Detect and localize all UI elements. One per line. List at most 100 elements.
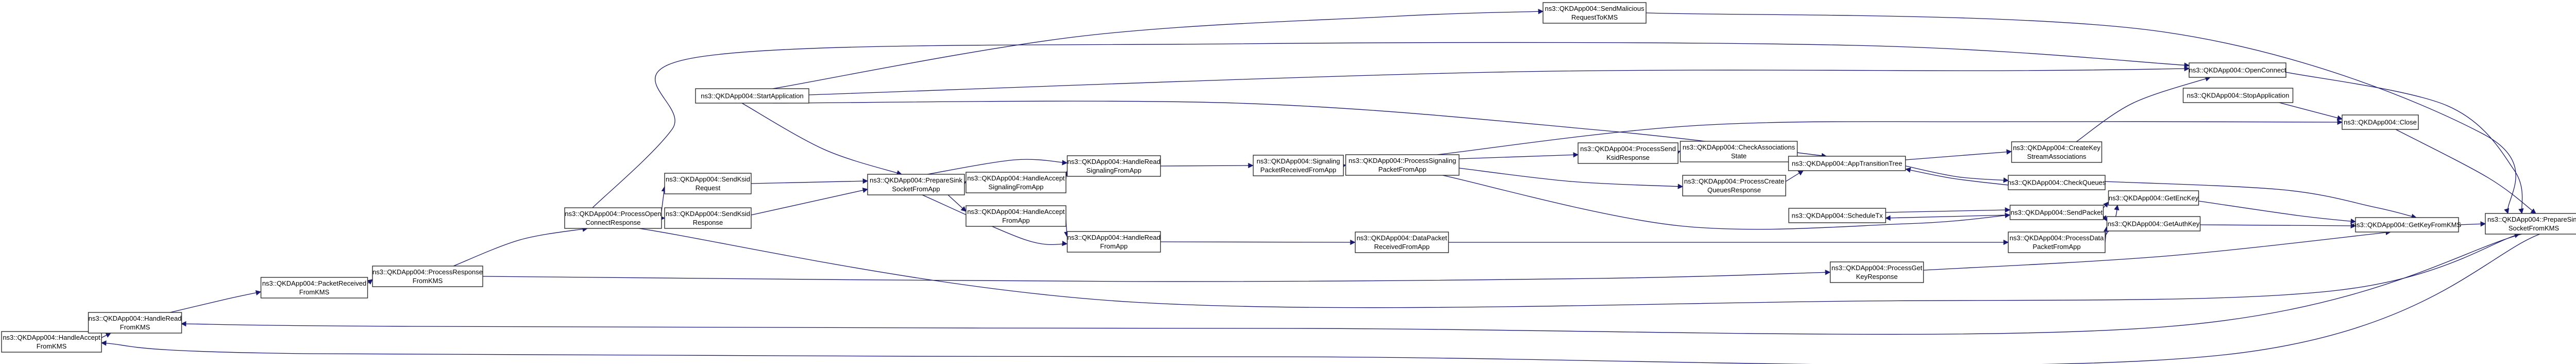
function-box[interactable] (2342, 114, 2419, 130)
function-box[interactable] (867, 174, 965, 195)
function-box[interactable] (1066, 155, 1161, 177)
function-box[interactable] (1066, 231, 1161, 253)
function-box[interactable] (2355, 217, 2459, 233)
function-box[interactable] (564, 207, 662, 229)
function-label: ns3::QKDApp004::AppTransitionTree (1792, 160, 1902, 168)
function-label: ns3::QKDApp004::ScheduleTx (1791, 212, 1883, 220)
node-sendpacket[interactable]: ns3::QKDApp004::SendPacket (2009, 205, 2104, 220)
edge-preparesinksocketfromapp-to-handleacceptfromapp (947, 194, 967, 212)
node-openconnect[interactable]: ns3::QKDApp004::OpenConnect (2189, 62, 2286, 78)
function-box[interactable] (1252, 155, 1344, 176)
edge-preparesinksocketfromkms-to-handlereadfromkms (180, 234, 2522, 335)
edge-start-to-sendmalicious (772, 9, 1544, 89)
edge-sendksidresponse-to-preparesinksocketfromapp (751, 187, 869, 216)
node-getkeyfromkms[interactable]: ns3::QKDApp004::GetKeyFromKMS (2353, 217, 2462, 233)
function-box[interactable] (2485, 213, 2576, 235)
edge-packetreceivedfromkms-to-processresponsefromkms (367, 279, 373, 285)
edge-start-to-preparesinksocketfromapp (741, 103, 902, 176)
function-box[interactable] (695, 88, 809, 104)
function-box[interactable] (1543, 2, 1647, 24)
edge-checkqueues-to-apptransitiontree (1905, 167, 2009, 186)
function-box[interactable] (1345, 154, 1460, 176)
function-label: ns3::QKDApp004::StopApplication (2187, 92, 2290, 100)
edge-processopenconnectresponse-to-preparesinksocketfromkms (638, 228, 2520, 308)
function-box[interactable] (2009, 205, 2104, 220)
function-box[interactable] (372, 266, 483, 287)
edge-processopenconnectresponse-to-openconnect (592, 42, 2190, 208)
function-box[interactable] (1, 331, 102, 353)
edge-sendmalicious-to-preparesinksocketfromkms (1646, 12, 2516, 214)
edge-sendpacket-to-getenckey (2103, 202, 2109, 209)
edge-processsignalingpacketfromapp-to-close (1437, 119, 2343, 155)
function-box[interactable] (2008, 175, 2106, 190)
function-box[interactable] (260, 277, 368, 299)
function-box[interactable] (664, 173, 752, 194)
node-scheduletx[interactable]: ns3::QKDApp004::ScheduleTx (1788, 208, 1886, 223)
function-box[interactable] (1354, 231, 1449, 253)
function-box[interactable] (1788, 208, 1886, 223)
edge-apptransitiontree-to-checkqueues (1905, 166, 2009, 183)
function-box[interactable] (1680, 141, 1798, 162)
function-box[interactable] (2011, 141, 2103, 163)
node-close[interactable]: ns3::QKDApp004::Close (2342, 114, 2419, 130)
function-box[interactable] (1829, 261, 1924, 283)
function-box[interactable] (1578, 142, 1679, 164)
function-label: ns3::QKDApp004::OpenConnect (2189, 67, 2286, 74)
edge-checkqueues-to-getkeyfromkms (2105, 181, 2417, 219)
function-box[interactable] (965, 172, 1066, 193)
function-box[interactable] (2008, 231, 2106, 253)
node-start[interactable]: ns3::QKDApp004::StartApplication (695, 88, 809, 104)
function-box[interactable] (1682, 175, 1786, 196)
function-box[interactable] (965, 205, 1066, 227)
function-label: ns3::QKDApp004::SendPacket (2011, 209, 2103, 217)
node-checkqueues[interactable]: ns3::QKDApp004::CheckQueues (2008, 175, 2106, 190)
function-box[interactable] (88, 312, 182, 334)
function-box[interactable] (664, 207, 752, 229)
edge-processresponsefromkms-to-processopenconnectresponse (453, 226, 588, 267)
node-getauthkey[interactable]: ns3::QKDApp004::GetAuthKey (2106, 216, 2201, 231)
function-box[interactable] (1788, 156, 1906, 171)
function-box[interactable] (2106, 216, 2201, 231)
function-box[interactable] (2108, 190, 2199, 206)
node-getenckey[interactable]: ns3::QKDApp004::GetEncKey (2108, 190, 2199, 206)
node-stopapplication[interactable]: ns3::QKDApp004::StopApplication (2182, 88, 2294, 103)
function-box[interactable] (2182, 88, 2294, 103)
edge-processsignalingpacketfromapp-to-processsendksidresponse (1459, 152, 1579, 159)
node-apptransitiontree[interactable]: ns3::QKDApp004::AppTransitionTree (1788, 156, 1906, 171)
edge-getenckey-to-getkeyfromkms (2198, 201, 2357, 224)
function-box[interactable] (2189, 62, 2286, 78)
